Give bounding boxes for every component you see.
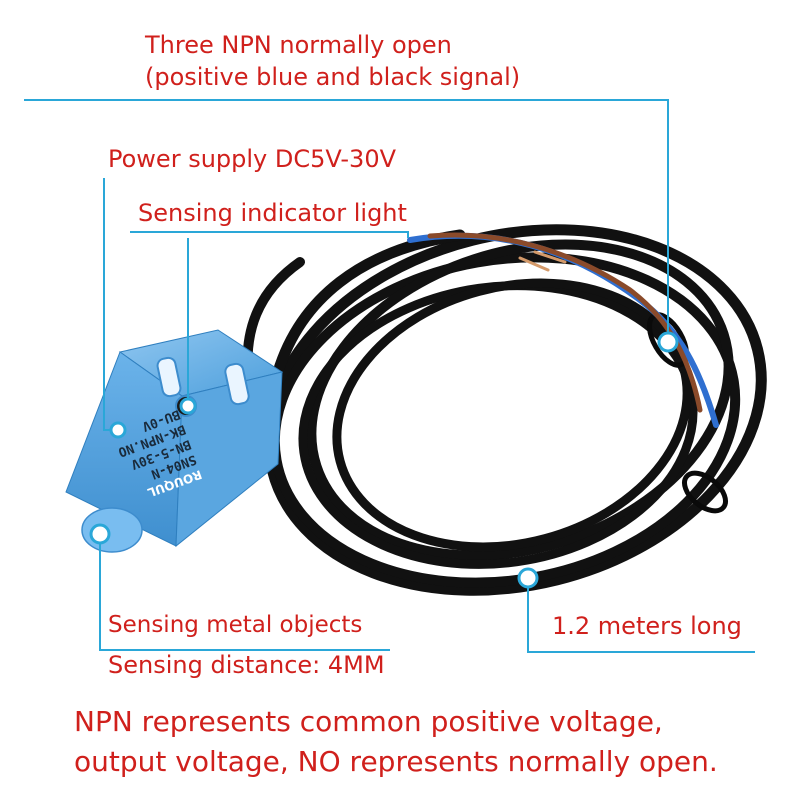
callout-indicator (130, 231, 409, 406)
callout-length (527, 580, 755, 653)
marker-cable (517, 567, 539, 589)
marker-wires (657, 331, 679, 353)
output-type-label-line1: Three NPN normally open (145, 31, 452, 59)
cable-length-label: 1.2 meters long (552, 612, 742, 640)
sensor-body (65, 329, 284, 553)
marker-sensing-face (89, 523, 111, 545)
sensing-objects-label: Sensing metal objects (108, 612, 363, 638)
indicator-light-label: Sensing indicator light (138, 199, 407, 227)
power-supply-label: Power supply DC5V-30V (108, 145, 397, 173)
output-type-label-line2: (positive blue and black signal) (145, 63, 521, 91)
footer-note-line1: NPN represents common positive voltage, (74, 705, 663, 738)
footer-note-line2: output voltage, NO represents normally o… (74, 745, 718, 778)
callout-output-type (24, 99, 669, 342)
callout-metal (99, 540, 390, 651)
marker-power (109, 421, 127, 439)
callout-markers (89, 331, 679, 589)
sensing-distance-label: Sensing distance: 4MM (108, 651, 385, 679)
marker-indicator (179, 397, 197, 415)
wire-ends (407, 232, 719, 428)
callout-lines (24, 99, 755, 653)
